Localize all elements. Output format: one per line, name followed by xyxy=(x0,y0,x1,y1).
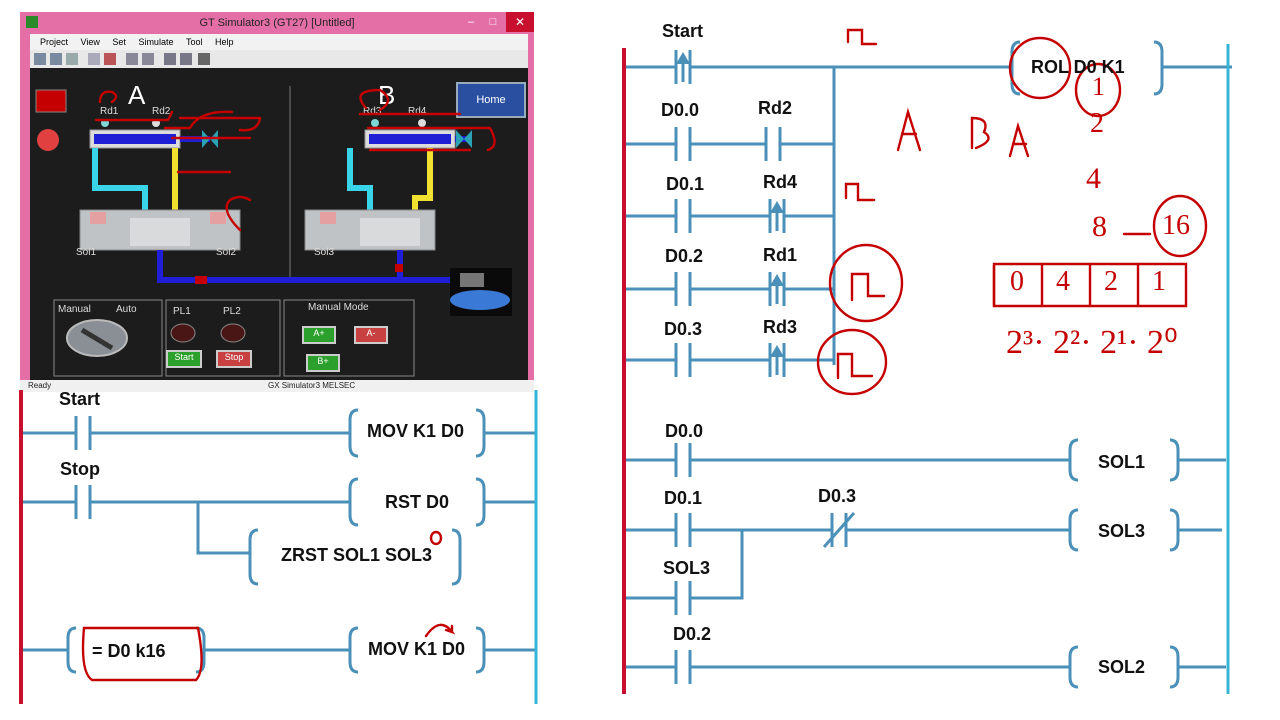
close-icon[interactable]: ✕ xyxy=(506,12,534,32)
menu-set[interactable]: Set xyxy=(112,37,126,47)
b-plus-button[interactable]: B+ xyxy=(306,354,340,372)
sensor-rd3-contact: Rd3 xyxy=(763,317,798,337)
contact-d03-label: D0.3 xyxy=(664,319,703,339)
pilot-lamp-1-label: PL1 xyxy=(173,306,191,317)
station-a-label: A xyxy=(128,80,146,110)
maximize-icon[interactable]: □ xyxy=(489,16,497,28)
stop-button[interactable]: Stop xyxy=(216,350,252,368)
sensor-rd3-label: Rd3 xyxy=(363,106,382,117)
simulator-window: GT Simulator3 (GT27) [Untitled] ✕ □ – Pr… xyxy=(20,12,534,392)
toolbar-icon[interactable] xyxy=(164,53,176,65)
valve-sol2-label: Sol2 xyxy=(216,247,237,258)
rol-instruction: ROL D0 K1 xyxy=(1031,57,1125,77)
sensor-rd4-contact: Rd4 xyxy=(763,172,798,192)
toolbar-icon[interactable] xyxy=(34,53,46,65)
app-icon xyxy=(26,16,38,28)
annotation-two: 2 xyxy=(1090,108,1104,139)
minimize-icon[interactable]: – xyxy=(467,16,475,28)
coil-sol2: SOL2 xyxy=(1098,657,1146,677)
out-contact-d02: D0.2 xyxy=(673,624,712,644)
coil-sol1: SOL1 xyxy=(1098,452,1146,472)
annotation-bit-0: 0 xyxy=(1010,266,1024,297)
menu-view[interactable]: View xyxy=(80,37,100,47)
contact-d02-label: D0.2 xyxy=(665,246,704,266)
sensor-rd4-label: Rd4 xyxy=(408,106,427,117)
contact-d00-label: D0.0 xyxy=(661,100,700,120)
toolbar-icon[interactable] xyxy=(88,53,100,65)
menu-project[interactable]: Project xyxy=(40,37,69,47)
annotation-powers: 2³· 2²· 2¹· 2⁰ xyxy=(1006,324,1178,361)
zrst-instruction: ZRST SOL1 SOL3 xyxy=(281,545,433,565)
annotation-bit-2: 2 xyxy=(1104,266,1118,297)
toolbar-icon[interactable] xyxy=(198,53,210,65)
start-rung-label: Start xyxy=(662,21,704,41)
rst-instruction: RST D0 xyxy=(385,492,450,512)
valve-sol1-label: Sol1 xyxy=(76,247,97,258)
out-contact-sol3: SOL3 xyxy=(663,558,711,578)
home-button[interactable]: Home xyxy=(456,82,526,118)
menu-bar: Project View Set Simulate Tool Help xyxy=(30,34,528,50)
mov-reset-instruction: MOV K1 D0 xyxy=(368,639,466,659)
toolbar-icon[interactable] xyxy=(104,53,116,65)
annotation-bit-3: 1 xyxy=(1152,266,1166,297)
out-contact-d00: D0.0 xyxy=(665,421,704,441)
toolbar-icon[interactable] xyxy=(66,53,78,65)
toolbar-icon[interactable] xyxy=(50,53,62,65)
contact-d01-label: D0.1 xyxy=(666,174,705,194)
mov-instruction: MOV K1 D0 xyxy=(367,421,465,441)
compare-instruction: = D0 k16 xyxy=(92,641,166,661)
annotation-four: 4 xyxy=(1086,162,1101,195)
valve-sol3-label: Sol3 xyxy=(314,247,335,258)
toolbar-icon[interactable] xyxy=(180,53,192,65)
menu-simulate[interactable]: Simulate xyxy=(138,37,174,47)
manual-mode-title: Manual Mode xyxy=(308,302,369,313)
manual-label: Manual xyxy=(58,304,91,315)
out-contact-d01: D0.1 xyxy=(664,488,703,508)
stop-contact-label: Stop xyxy=(60,459,100,479)
pneumatic-diagram xyxy=(35,86,512,377)
coil-sol3: SOL3 xyxy=(1098,521,1146,541)
start-contact-label: Start xyxy=(59,389,101,409)
start-button[interactable]: Start xyxy=(166,350,202,368)
menu-help[interactable]: Help xyxy=(215,37,234,47)
sensor-rd1-contact: Rd1 xyxy=(763,245,798,265)
status-info: GX Simulator3 MELSEC xyxy=(268,381,356,390)
status-ready: Ready xyxy=(28,381,52,390)
annotation-one: 1 xyxy=(1092,72,1105,101)
a-plus-button[interactable]: A+ xyxy=(302,326,336,344)
annotation-sixteen: 16 xyxy=(1162,210,1190,241)
toolbar xyxy=(30,50,528,68)
menu-tool[interactable]: Tool xyxy=(185,37,203,47)
annotation-eight: 8 xyxy=(1092,210,1107,243)
sensor-rd2-contact: Rd2 xyxy=(758,98,793,118)
window-title: GT Simulator3 (GT27) [Untitled] xyxy=(199,17,355,29)
toolbar-icon[interactable] xyxy=(126,53,138,65)
a-minus-button[interactable]: A- xyxy=(354,326,388,344)
pilot-lamp-2-label: PL2 xyxy=(223,306,241,317)
sensor-rd2-label: Rd2 xyxy=(152,106,171,117)
annotation-bit-1: 4 xyxy=(1056,266,1070,297)
toolbar-icon[interactable] xyxy=(142,53,154,65)
sensor-rd1-label: Rd1 xyxy=(100,106,119,117)
auto-label: Auto xyxy=(116,304,137,315)
status-bar: Ready GX Simulator3 MELSEC xyxy=(20,380,534,392)
nc-contact-d03: D0.3 xyxy=(818,486,857,506)
